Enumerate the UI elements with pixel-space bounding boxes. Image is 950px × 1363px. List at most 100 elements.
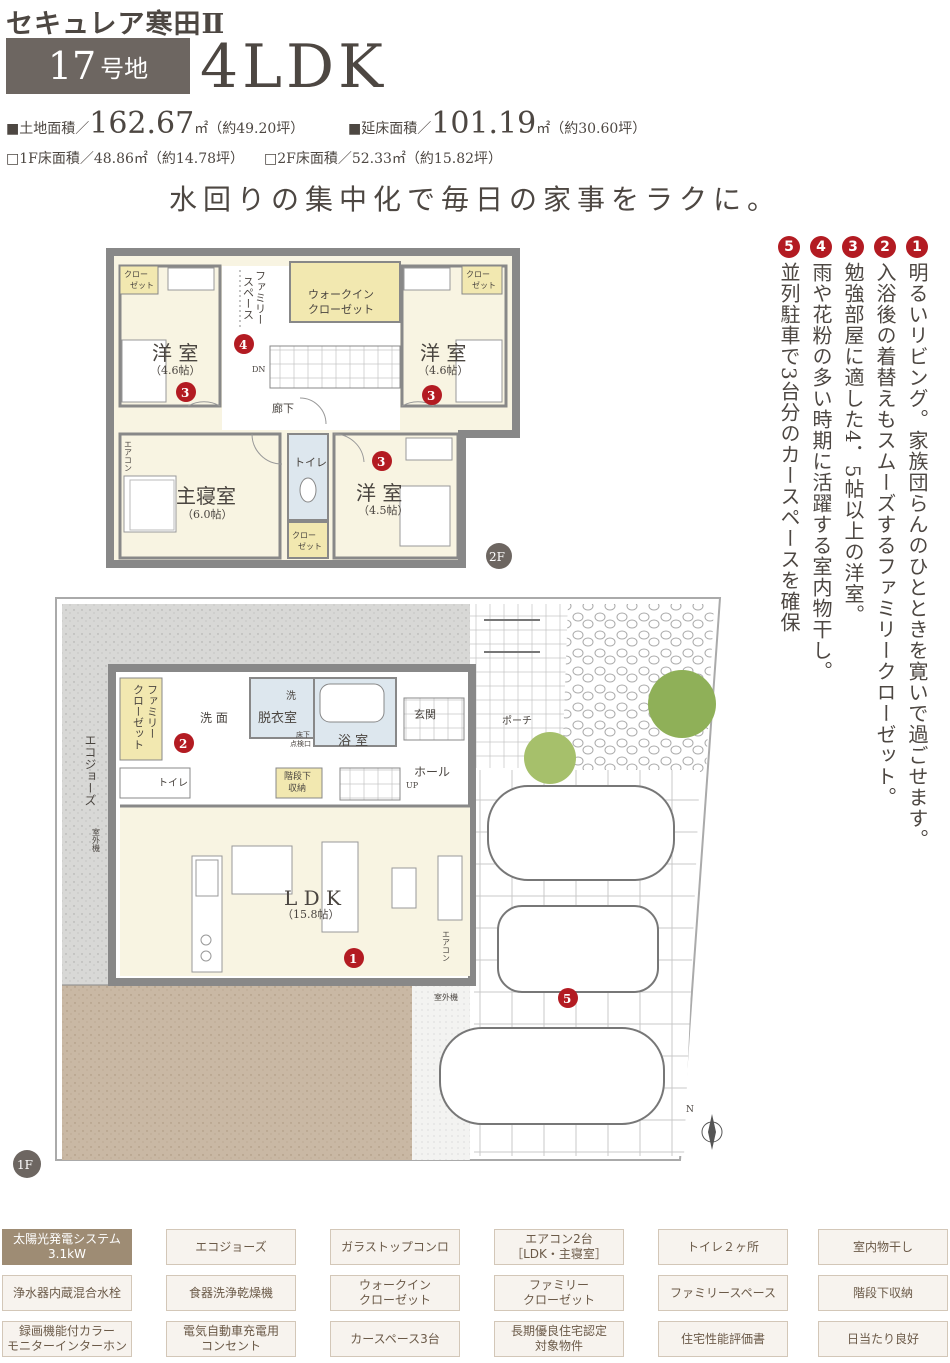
chip-dishwasher: 食器洗浄乾燥機 — [166, 1275, 296, 1311]
outdoor-unit-label-2: 室外機 — [434, 992, 458, 1002]
up-label: UP — [406, 781, 419, 790]
feature-number: 2 — [874, 236, 896, 258]
floor-badge-2f — [486, 543, 512, 569]
family-space-label-2: スペース — [242, 276, 255, 320]
feature-2: 2 入浴後の着替えもスムーズするファミリークローゼット。 — [870, 236, 900, 808]
chip-ecojoze: エコジョーズ — [166, 1229, 296, 1265]
floor1-area: □1F床面積／48.86㎡（約14.78坪） — [6, 151, 245, 167]
floor-badge-1f-text: 1F — [17, 1158, 33, 1172]
closet-a-2: ゼット — [130, 280, 154, 290]
underfloor-label-1: 床下 — [296, 730, 310, 739]
aircon-1f-label: エアコン — [442, 930, 451, 962]
feature-3: 3 勉強部屋に適した4．5帖以上の洋室。 — [838, 236, 868, 625]
feature-text: 雨や花粉の多い時期に活躍する室内物干し。 — [809, 262, 833, 682]
chip-family-space: ファミリースペース — [658, 1275, 788, 1311]
chip-car-space: カースペース3台 — [330, 1321, 460, 1357]
porch-label: ポーチ — [502, 715, 532, 727]
marker-5 — [558, 988, 578, 1008]
family-closet-label-1: ファミリー — [146, 684, 159, 739]
chip-long-term: 長期優良住宅認定 対象物件 — [494, 1321, 624, 1357]
closet-b-2: ゼット — [472, 280, 496, 290]
lot-number: 17 — [47, 44, 97, 88]
chip-sunlight: 日当たり良好 — [818, 1321, 948, 1357]
room-b-label: 洋 室 — [420, 341, 466, 365]
master-label: 主寝室 — [176, 484, 236, 508]
marker-3c — [372, 451, 392, 471]
marker-2-num: 2 — [179, 737, 187, 751]
closet-a-1: クロー — [124, 270, 148, 279]
ldk-label: L D K — [284, 886, 342, 910]
floor-plans: 洋 室 （4.6帖） 洋 室 （4.6帖） 主寝室 （6.0帖） 洋 室 （4.… — [13, 248, 723, 1178]
marker-1-num: 1 — [349, 952, 357, 966]
chip-stair-storage: 階段下収納 — [818, 1275, 948, 1311]
chip-walkin: ウォークイン クローゼット — [330, 1275, 460, 1311]
feature-text: 勉強部屋に適した4．5帖以上の洋室。 — [841, 262, 865, 626]
tagline: 水回りの集中化で毎日の家事をラクに。 — [168, 183, 781, 216]
wash-small-label: 洗 — [286, 690, 296, 702]
underfloor-label-2: 点検口 — [290, 739, 311, 748]
stair-storage-label-1: 階段下 — [284, 770, 311, 782]
property-title: セキュレア寒田Ⅱ — [6, 9, 226, 40]
chip-family-closet: ファミリー クローゼット — [494, 1275, 624, 1311]
plan-1f: N ファミリー クローゼット 洗 面 脱衣室 洗 床下 点検口 浴 室 玄関 ポ… — [13, 597, 723, 1178]
entrance-label: 玄関 — [414, 707, 436, 721]
marker-3a-num: 3 — [181, 386, 189, 400]
stair-storage-label-2: 収納 — [288, 782, 306, 794]
chip-performance: 住宅性能評価書 — [658, 1321, 788, 1357]
chip-ev-outlet: 電気自動車充電用 コンセント — [166, 1321, 296, 1357]
wash-label: 洗 面 — [200, 711, 228, 725]
toilet-2f-label: トイレ — [294, 456, 327, 469]
chip-toilets: トイレ２ヶ所 — [658, 1229, 788, 1265]
feature-text: 入浴後の着替えもスムーズするファミリークローゼット。 — [873, 262, 897, 808]
feature-text: 明るいリビング。家族団らんのひとときを寛いで過ごせます。 — [905, 262, 929, 850]
closet-c-2: ゼット — [298, 541, 322, 551]
feature-number: 3 — [842, 236, 864, 258]
land-area: ■土地面積／162.67㎡（約49.20坪） — [6, 106, 305, 141]
ecojoze-label: エコジョーズ — [83, 734, 97, 806]
feature-number: 4 — [810, 236, 832, 258]
floor-area-value: 101.19 — [431, 106, 537, 141]
feature-number: 5 — [778, 236, 800, 258]
family-closet-label-2: クローゼット — [132, 684, 145, 750]
feature-4: 4 雨や花粉の多い時期に活躍する室内物干し。 — [806, 236, 836, 682]
room-c-label: 洋 室 — [356, 481, 402, 505]
chip-water-filter: 浄水器内蔵混合水栓 — [2, 1275, 132, 1311]
walkin-label-1: ウォークイン — [308, 288, 374, 301]
aircon-2f-label: エアコン — [124, 440, 133, 472]
lot-suffix: 号地 — [100, 54, 149, 83]
room-c-size: （4.5帖） — [358, 504, 409, 517]
marker-4-num: 4 — [239, 338, 247, 352]
feature-1: 1 明るいリビング。家族団らんのひとときを寛いで過ごせます。 — [902, 236, 932, 850]
marker-3b — [422, 385, 442, 405]
closet-c-1: クロー — [292, 531, 316, 540]
feature-text: 並列駐車で3台分のカースペースを確保 — [777, 262, 801, 633]
outdoor-unit-label: 室外機 — [92, 827, 101, 853]
dressing-label: 脱衣室 — [258, 710, 297, 726]
chip-intercom: 録画機能付カラー モニターインターホン — [2, 1321, 132, 1357]
floor2-area: □2F床面積／52.33㎡（約15.82坪） — [264, 151, 503, 167]
hall-label: ホール — [414, 765, 450, 779]
chip-aircon: エアコン2台 ［LDK・主寝室］ — [494, 1229, 624, 1265]
feature-number: 1 — [906, 236, 928, 258]
hallway-label: 廊下 — [272, 401, 294, 415]
ldk-size: （15.8帖） — [282, 908, 340, 921]
master-size: （6.0帖） — [182, 508, 233, 521]
dn-label: DN — [252, 365, 265, 374]
family-space-label-1: ファミリー — [254, 270, 267, 325]
floor-badge-1f — [13, 1150, 41, 1178]
marker-2 — [174, 733, 194, 753]
chip-glass-stove: ガラストップコンロ — [330, 1229, 460, 1265]
floor-badge-2f-text: 2F — [489, 550, 505, 564]
room-a-label: 洋 室 — [152, 341, 198, 365]
chip-solar: 太陽光発電システム 3.1kW — [2, 1229, 132, 1265]
layout-type: 4LDK — [200, 32, 387, 102]
chip-indoor-drying: 室内物干し — [818, 1229, 948, 1265]
marker-5-num: 5 — [563, 992, 571, 1006]
floor-area: ■延床面積／101.19㎡（約30.60坪） — [348, 106, 647, 141]
land-area-value: 162.67 — [89, 106, 195, 141]
bath-label: 浴 室 — [338, 733, 368, 749]
marker-3a — [176, 382, 196, 402]
toilet-1f-label: トイレ — [158, 778, 188, 789]
marker-1 — [344, 948, 364, 968]
